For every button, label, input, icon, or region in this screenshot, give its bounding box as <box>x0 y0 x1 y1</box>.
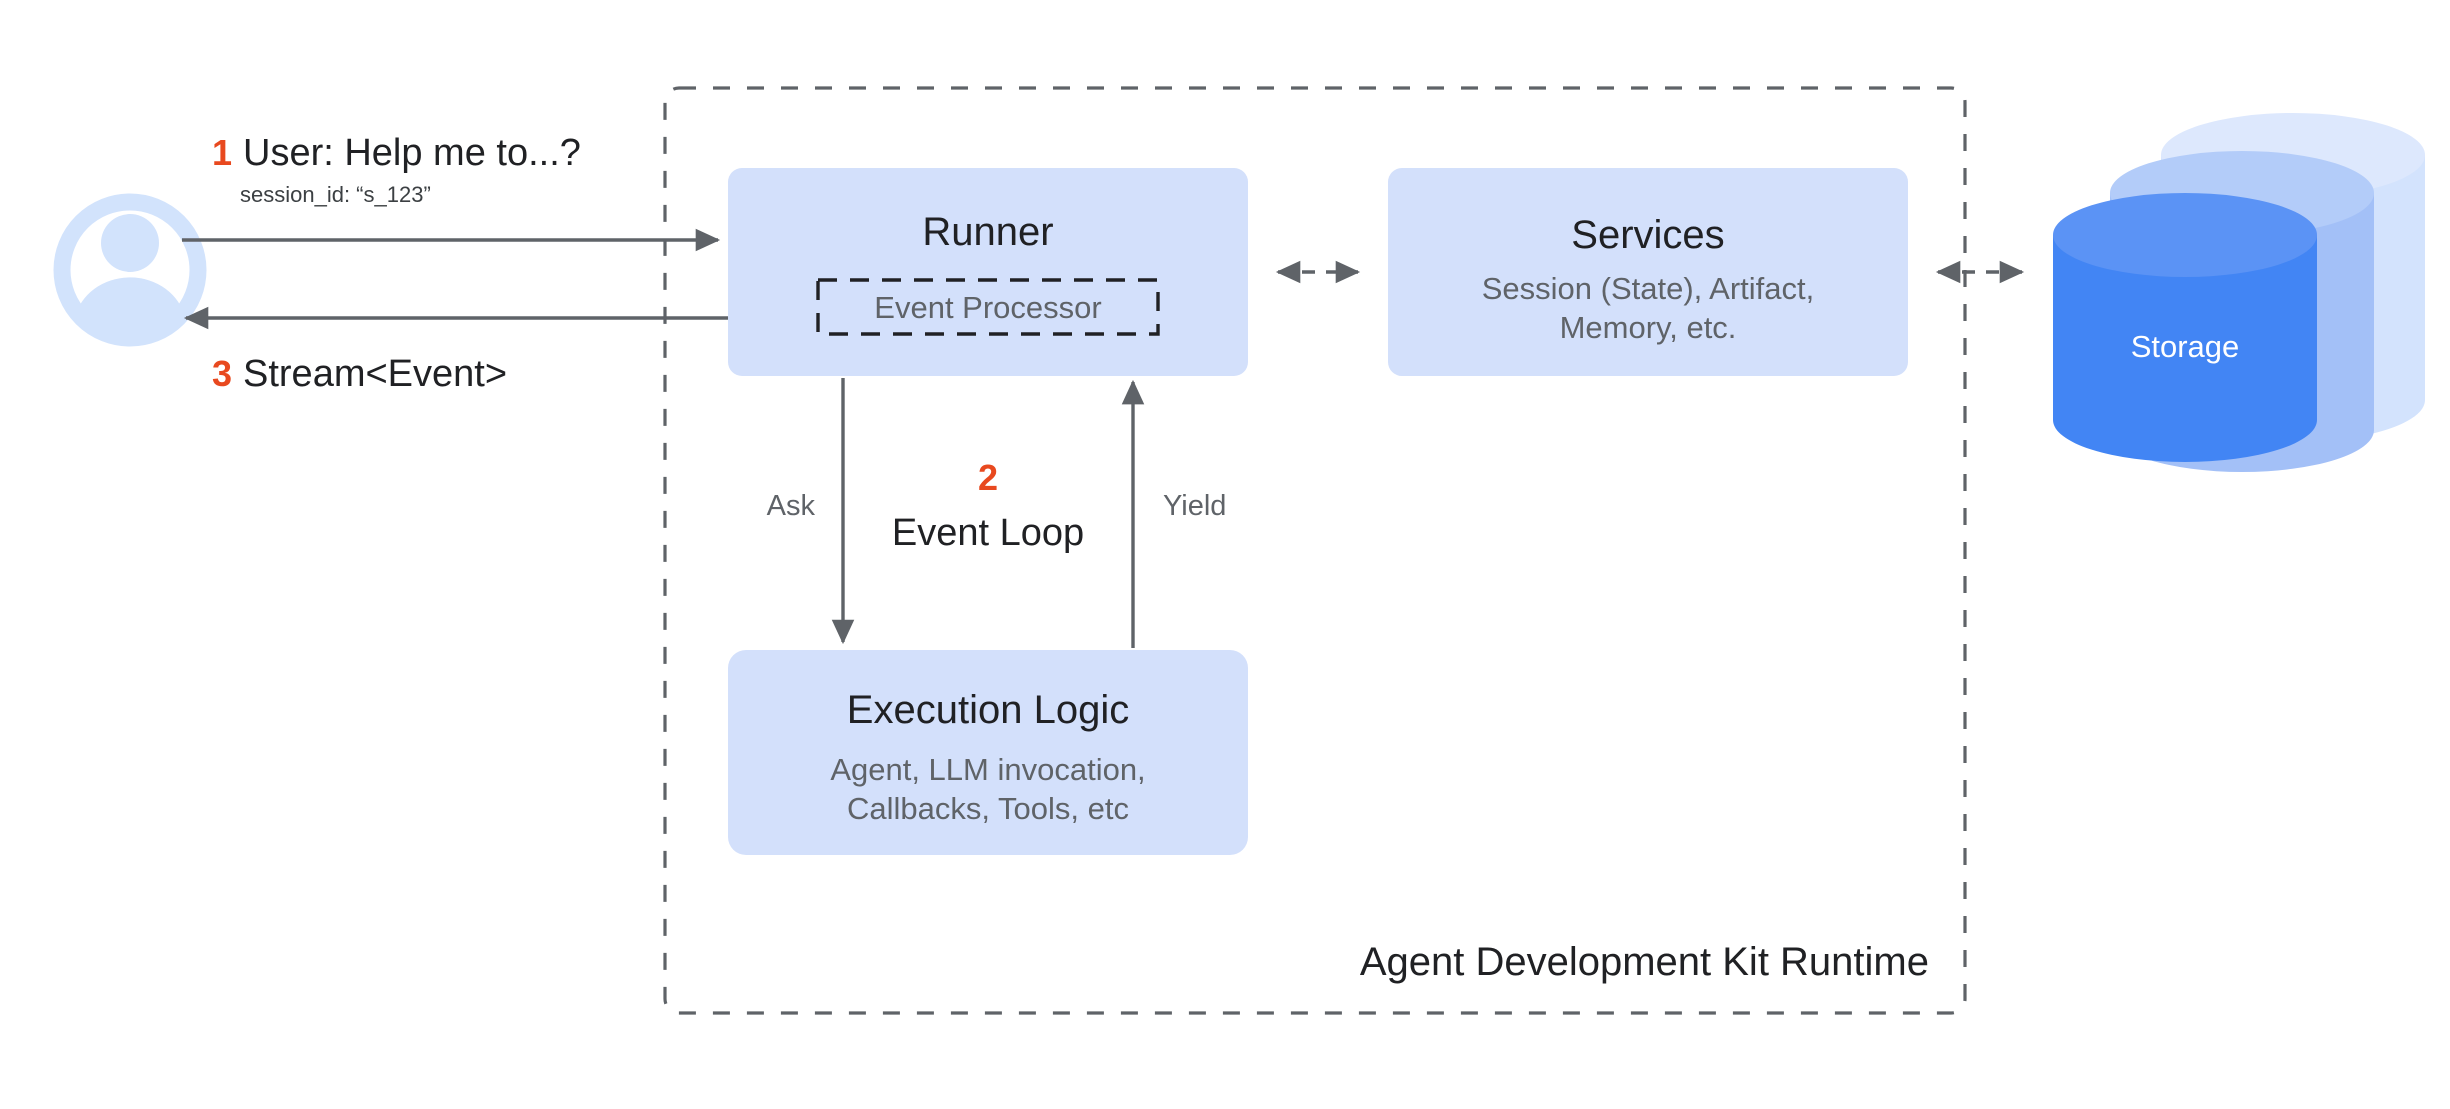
step-3-label: Stream<Event> <box>243 353 507 395</box>
edge-yield-label: Yield <box>1163 490 1226 522</box>
node-services-title: Services <box>1571 213 1724 257</box>
step-2-number: 2 <box>978 457 998 498</box>
runtime-container-label: Agent Development Kit Runtime <box>1360 940 1929 984</box>
step-1-sublabel: session_id: “s_123” <box>240 182 431 207</box>
event-processor-label: Event Processor <box>874 290 1101 325</box>
node-storage-title: Storage <box>2131 329 2240 364</box>
node-runner-title: Runner <box>922 210 1053 254</box>
step-1-label: User: Help me to...? <box>243 132 581 174</box>
user-avatar-icon <box>53 193 207 347</box>
step-3-number: 3 <box>212 353 232 394</box>
node-storage-cylinder[interactable] <box>2053 113 2425 472</box>
step-2-label: Event Loop <box>892 512 1084 554</box>
node-execution-logic-title: Execution Logic <box>847 688 1129 732</box>
runtime-container-border <box>663 86 1967 1015</box>
node-services-subtitle-line1: Session (State), Artifact, <box>1482 271 1815 306</box>
event-processor-box[interactable] <box>816 278 1160 336</box>
node-execution-logic-box[interactable] <box>728 650 1248 855</box>
node-execution-logic-subtitle-line1: Agent, LLM invocation, <box>830 752 1145 787</box>
node-execution-logic-subtitle-line2: Callbacks, Tools, etc <box>847 791 1129 826</box>
edge-ask-label: Ask <box>767 490 816 522</box>
node-services-subtitle-line2: Memory, etc. <box>1560 310 1737 345</box>
node-services-box[interactable] <box>1388 168 1908 376</box>
step-1-number: 1 <box>212 132 232 173</box>
node-runner-box[interactable] <box>728 168 1248 376</box>
